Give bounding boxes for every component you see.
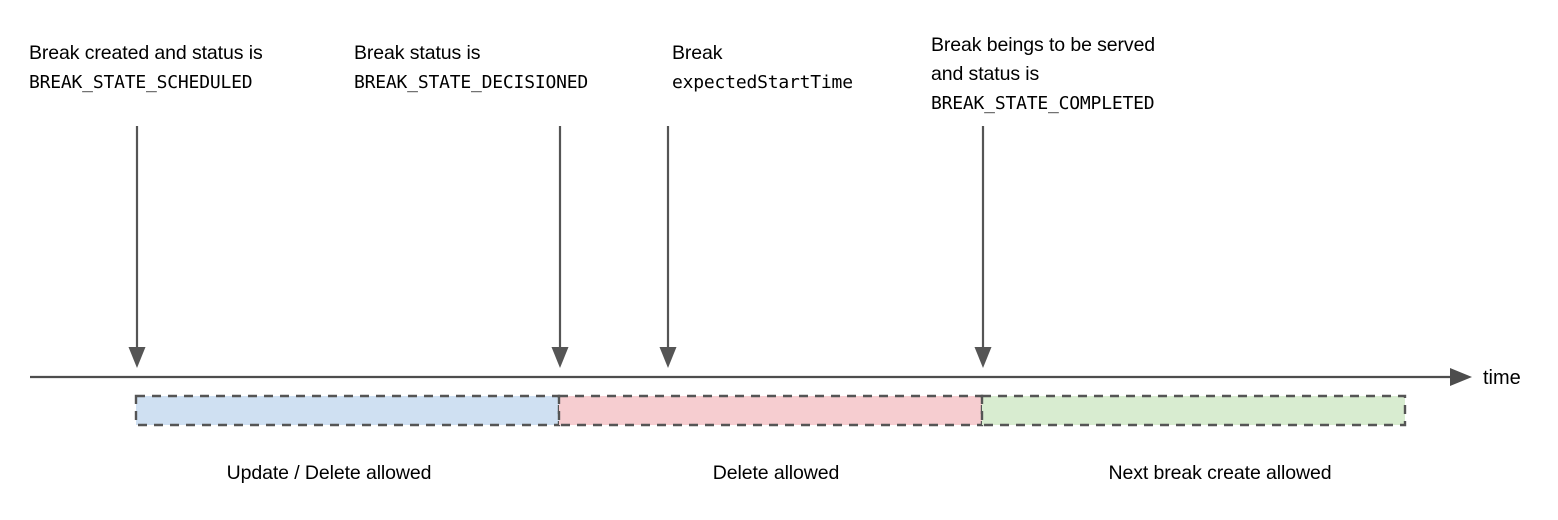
annotation-scheduled-line-1: Break created and status is — [29, 42, 263, 64]
annotation-completed-line-3: BREAK_STATE_COMPLETED — [931, 93, 1155, 114]
pointer-arrow-expected-start-time — [659, 126, 677, 368]
timeline-segments — [134, 394, 1407, 427]
annotation-decisioned-line-1: Break status is — [354, 42, 481, 64]
time-axis-label: time — [1483, 367, 1521, 389]
pointer-arrow-decisioned — [551, 126, 569, 368]
segment-caption-update-delete: Update / Delete allowed — [226, 462, 432, 484]
segment-delete — [557, 394, 984, 427]
segment-next-break-create — [980, 394, 1407, 427]
segment-caption-next-break-create: Next break create allowed — [1108, 462, 1332, 484]
annotation-expected-start-time-line-2: expectedStartTime — [672, 72, 853, 93]
annotation-decisioned-line-2: BREAK_STATE_DECISIONED — [354, 72, 589, 93]
pointer-arrow-completed — [974, 126, 992, 368]
segment-caption-delete: Delete allowed — [712, 462, 840, 484]
annotation-expected-start-time: Break expectedStartTime — [672, 39, 853, 97]
annotation-scheduled-line-2: BREAK_STATE_SCHEDULED — [29, 72, 253, 93]
segment-update-delete — [134, 394, 561, 427]
annotation-expected-start-time-line-1: Break — [672, 42, 723, 64]
annotation-completed: Break beings to be served and status is … — [931, 31, 1155, 118]
annotation-completed-line-2: and status is — [931, 63, 1040, 85]
annotation-completed-line-1: Break beings to be served — [931, 34, 1156, 56]
pointer-arrows — [128, 126, 992, 368]
pointer-arrow-scheduled — [128, 126, 146, 368]
time-axis — [30, 368, 1472, 386]
annotation-scheduled: Break created and status is BREAK_STATE_… — [29, 39, 263, 97]
annotation-decisioned: Break status is BREAK_STATE_DECISIONED — [354, 39, 588, 97]
